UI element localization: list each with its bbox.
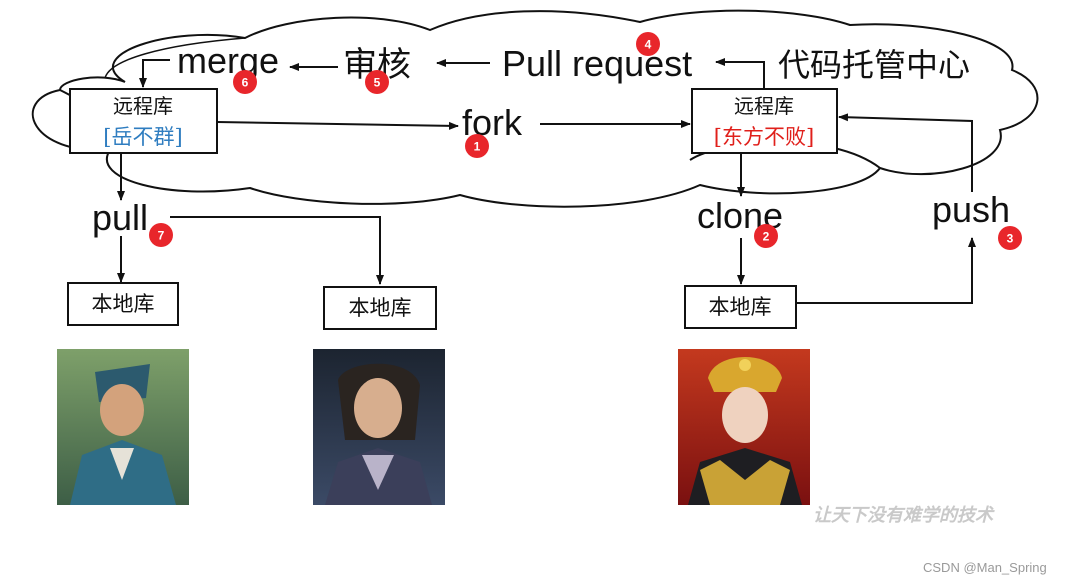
svg-text:6: 6 bbox=[242, 76, 249, 90]
scholar-portrait-icon bbox=[57, 349, 189, 505]
remote-repo-right-box bbox=[691, 88, 838, 154]
remote-repo-right-title: 远程库 bbox=[734, 94, 794, 118]
csdn-credit: CSDN @Man_Spring bbox=[923, 560, 1047, 575]
step-badge-6: 6 bbox=[233, 70, 257, 94]
local3-to-push-arrow bbox=[797, 237, 976, 304]
local-repo-3-label: 本地库 bbox=[709, 295, 772, 319]
empress-portrait-icon bbox=[678, 349, 810, 505]
merge-to-remote-arrow bbox=[139, 59, 170, 88]
pull-request-label: Pull request bbox=[502, 43, 692, 84]
remote-repo-left-owner: [岳不群] bbox=[103, 125, 182, 149]
svg-text:5: 5 bbox=[374, 76, 381, 90]
remote-repo-left-box bbox=[69, 88, 218, 154]
pull-label: pull bbox=[92, 197, 148, 238]
cloud-title: 代码托管中心 bbox=[778, 46, 970, 84]
push-to-remote-arrow bbox=[838, 113, 973, 192]
pull-request-arrow bbox=[715, 58, 765, 89]
merge-label: merge bbox=[177, 40, 279, 81]
local-repo-1-label: 本地库 bbox=[92, 292, 155, 316]
local-repo-1-box bbox=[67, 282, 179, 326]
svg-text:3: 3 bbox=[1007, 232, 1014, 246]
svg-text:7: 7 bbox=[158, 229, 165, 243]
step-badge-7: 7 bbox=[149, 223, 173, 247]
step-badge-5: 5 bbox=[365, 70, 389, 94]
step-badge-2: 2 bbox=[754, 224, 778, 248]
svg-text:4: 4 bbox=[645, 38, 652, 52]
push-label: push bbox=[932, 189, 1010, 230]
remote-repo-left-title: 远程库 bbox=[113, 94, 173, 118]
swordsman-portrait-icon bbox=[313, 349, 445, 505]
local-repo-3-box bbox=[684, 285, 797, 329]
step-badge-4: 4 bbox=[636, 32, 660, 56]
step-badge-3: 3 bbox=[998, 226, 1022, 250]
watermark-text: 让天下没有难学的技术 bbox=[813, 505, 995, 526]
fork-arrow-in bbox=[216, 121, 459, 130]
local-repo-2-box bbox=[323, 286, 437, 330]
code-hosting-cloud bbox=[31, 9, 1039, 208]
pull-to-local2-arrow bbox=[170, 216, 384, 285]
svg-text:1: 1 bbox=[474, 140, 481, 154]
local-repo-2-label: 本地库 bbox=[349, 296, 412, 320]
svg-text:2: 2 bbox=[763, 230, 770, 244]
remote-repo-right-owner: [东方不败] bbox=[714, 125, 814, 149]
step-badge-1: 1 bbox=[465, 134, 489, 158]
